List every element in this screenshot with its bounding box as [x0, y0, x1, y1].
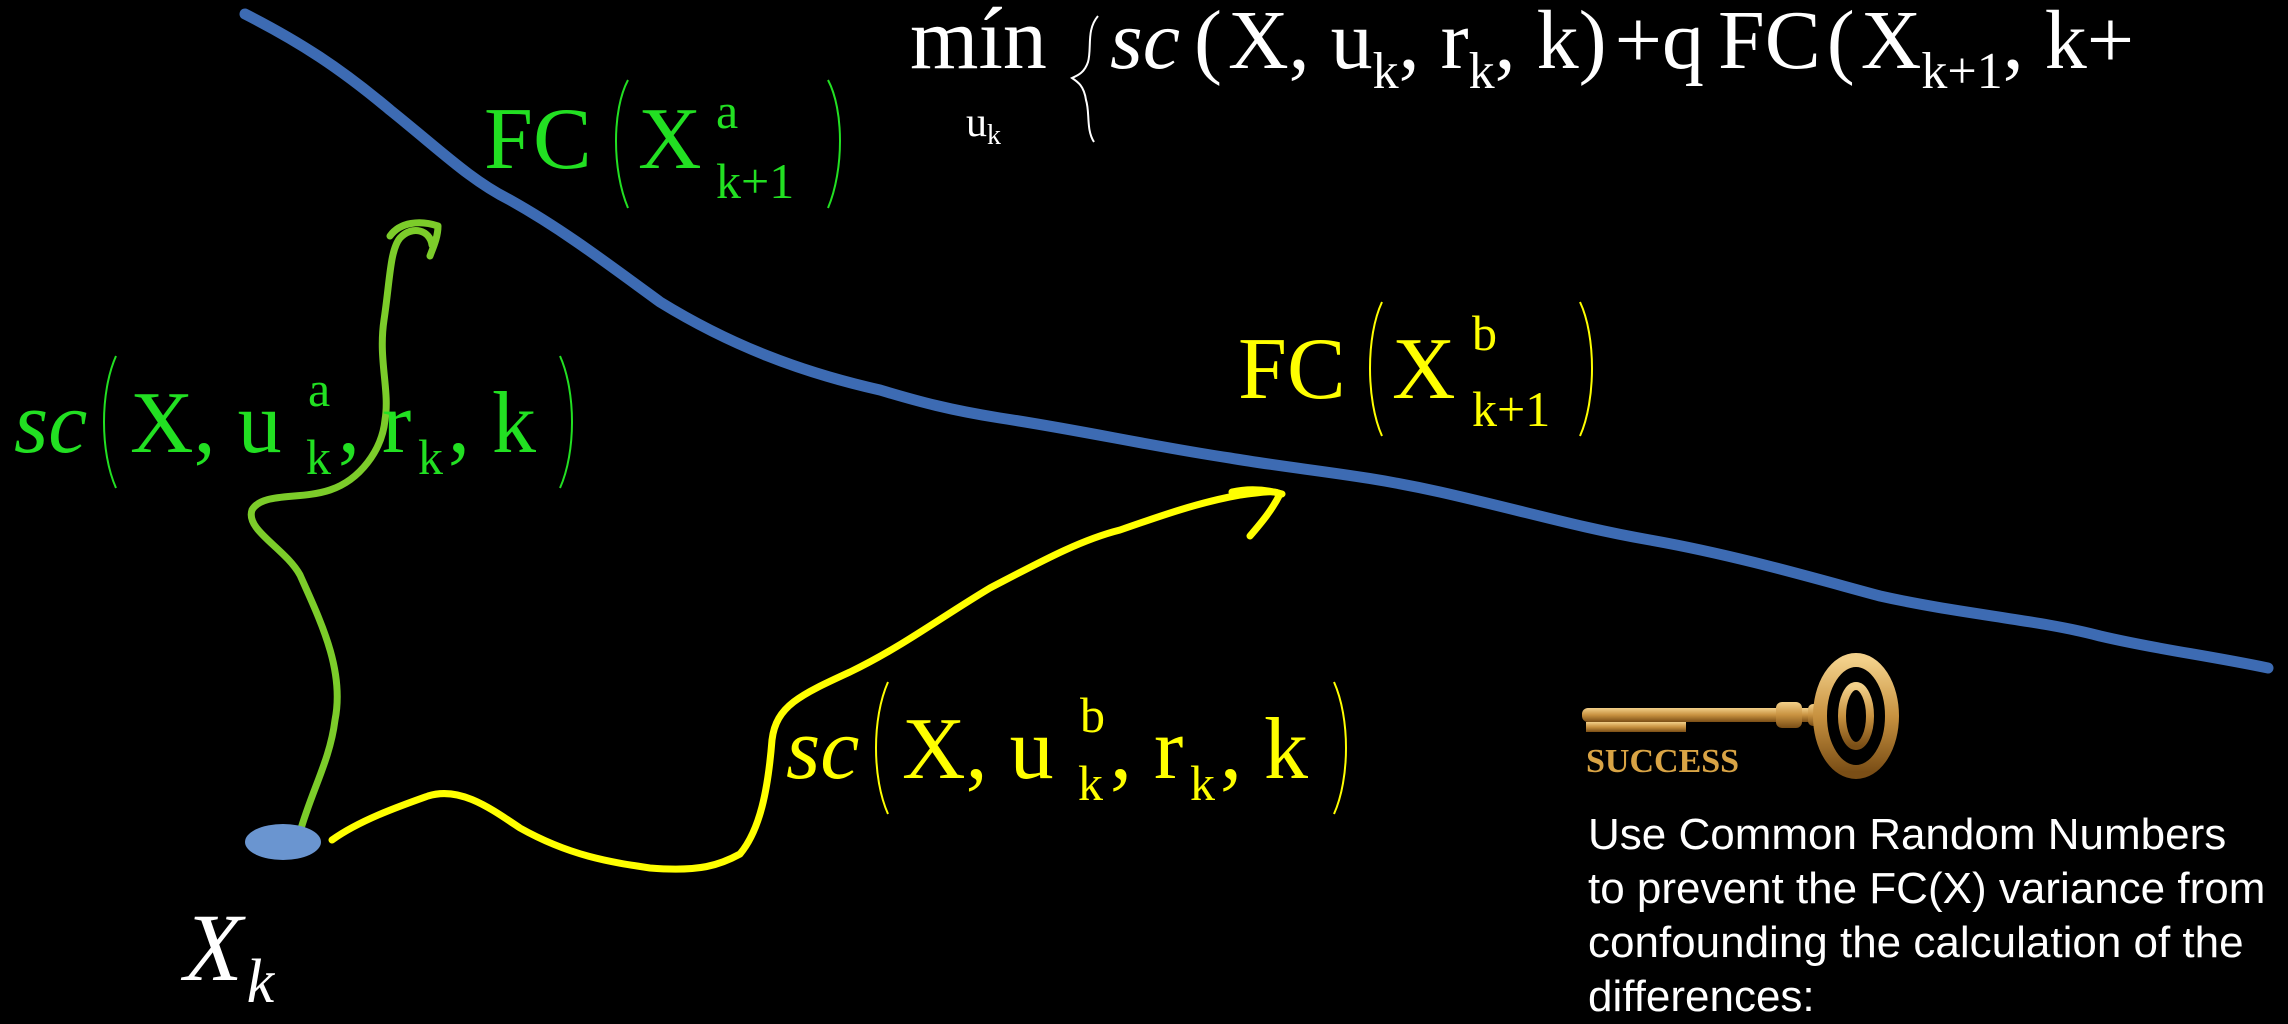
svg-text:k+1: k+1	[1472, 381, 1550, 437]
fc-label-b: FC X b k+1	[1238, 301, 1593, 437]
svg-text:a: a	[716, 83, 738, 139]
min-operator: mín	[910, 0, 1047, 88]
state-label: Xk	[180, 894, 276, 1010]
svg-text:FC: FC	[484, 91, 592, 188]
path-b-arrow	[328, 488, 1284, 873]
svg-text:SUCCESS: SUCCESS	[1586, 743, 1739, 780]
svg-text:k: k	[1078, 755, 1103, 811]
path-a-arrow	[247, 227, 436, 836]
equation-brace	[1070, 15, 1099, 143]
svg-text:sc: sc	[14, 375, 87, 472]
svg-text:k: k	[306, 429, 331, 485]
svg-text:k+1: k+1	[716, 153, 794, 209]
svg-text:, k: , k	[1220, 701, 1308, 798]
svg-text:, r: , r	[1110, 701, 1183, 798]
svg-text:, r: , r	[338, 375, 411, 472]
svg-text:, k: , k	[448, 375, 536, 472]
state-dot	[245, 824, 321, 860]
svg-text:sc(X, uk, rk, k)+qFC(Xk+1, k+: sc(X, uk, rk, k)+qFC(Xk+1, k+	[1110, 0, 2134, 100]
svg-text:b: b	[1080, 687, 1105, 743]
fc-label-a: FC X a k+1	[484, 79, 841, 209]
future-cost-boundary-curve	[239, 8, 2274, 674]
key-icon: SUCCESS	[1582, 653, 1899, 780]
svg-text:b: b	[1472, 305, 1497, 361]
svg-text:k: k	[418, 429, 443, 485]
path-a-arrowhead	[386, 219, 442, 260]
svg-text:FC: FC	[1238, 321, 1346, 418]
svg-text:X: X	[1392, 321, 1456, 418]
svg-text:X, u: X, u	[130, 375, 282, 472]
svg-text:sc: sc	[786, 701, 859, 798]
sc-label-b: sc X, u b k , r k , k	[786, 681, 1347, 815]
path-b-arrowhead	[1228, 486, 1286, 540]
sc-label-a: sc X, u a k , r k , k	[14, 355, 573, 489]
svg-text:X: X	[638, 91, 702, 188]
svg-text:X, u: X, u	[902, 701, 1054, 798]
min-subscript: uk	[966, 100, 1001, 151]
crn-note: Use Common Random Numbers to prevent the…	[1588, 810, 2266, 1021]
svg-text:k: k	[1190, 755, 1215, 811]
svg-text:a: a	[308, 361, 330, 417]
